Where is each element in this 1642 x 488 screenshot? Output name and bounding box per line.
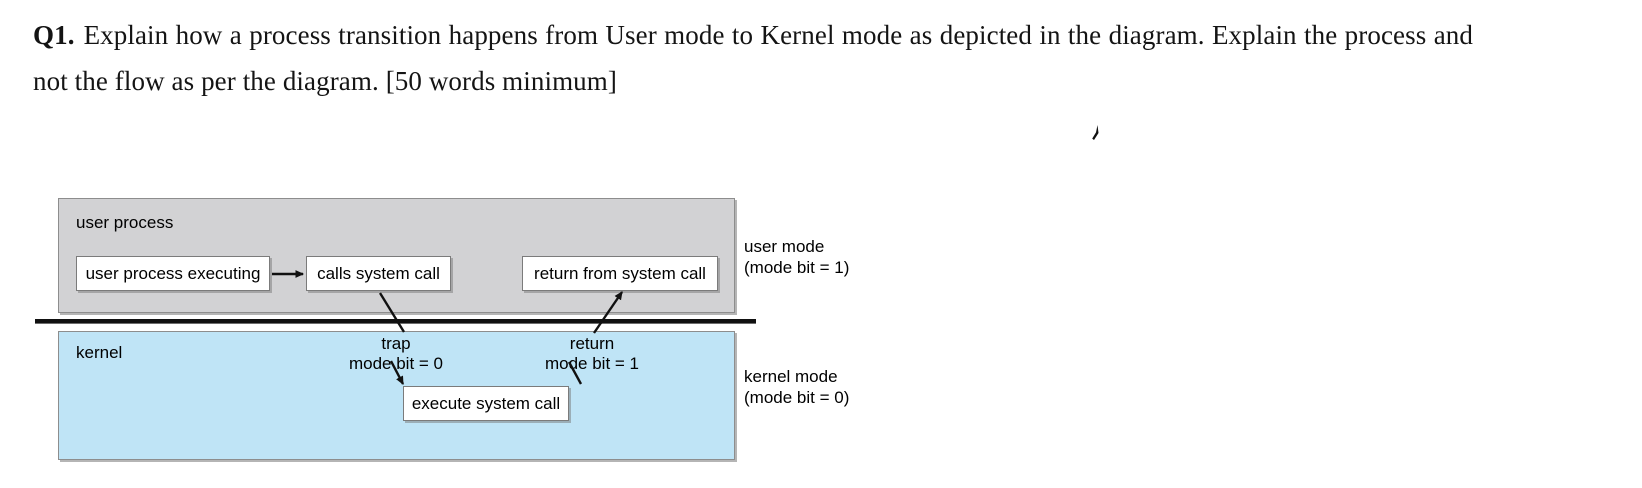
mode-divider-line <box>35 319 756 324</box>
caption-user-mode-line1: user mode <box>744 237 825 256</box>
annotation-trap-line1: trap <box>381 334 411 353</box>
caption-kernel-mode-line1: kernel mode <box>744 367 838 386</box>
kernel-region <box>58 331 735 460</box>
annotation-trap-line2: mode bit = 0 <box>348 354 444 373</box>
node-user-process-executing: user process executing <box>76 256 270 291</box>
node-calls-system-call: calls system call <box>306 256 451 291</box>
annotation-return-line1: return <box>569 334 615 353</box>
node-return-from-system-call: return from system call <box>522 256 718 291</box>
node-execute-system-call: execute system call <box>403 386 569 421</box>
question-number: Q1. <box>33 20 75 50</box>
caption-user-mode: user mode (mode bit = 1) <box>744 236 849 278</box>
kernel-region-label: kernel <box>76 343 123 362</box>
question-text: Q1.Explain how a process transition happ… <box>33 12 1473 104</box>
caption-kernel-mode: kernel mode (mode bit = 0) <box>744 366 849 408</box>
user-process-region-label: user process <box>76 213 174 232</box>
annotation-return: return mode bit = 1 <box>512 334 672 374</box>
stray-cursor-mark <box>1092 125 1099 140</box>
caption-user-mode-line2: (mode bit = 1) <box>744 258 850 277</box>
caption-kernel-mode-line2: (mode bit = 0) <box>744 388 850 407</box>
annotation-trap: trap mode bit = 0 <box>339 334 453 374</box>
question-body: Explain how a process transition happens… <box>33 20 1473 96</box>
annotation-return-line2: mode bit = 1 <box>544 354 640 373</box>
